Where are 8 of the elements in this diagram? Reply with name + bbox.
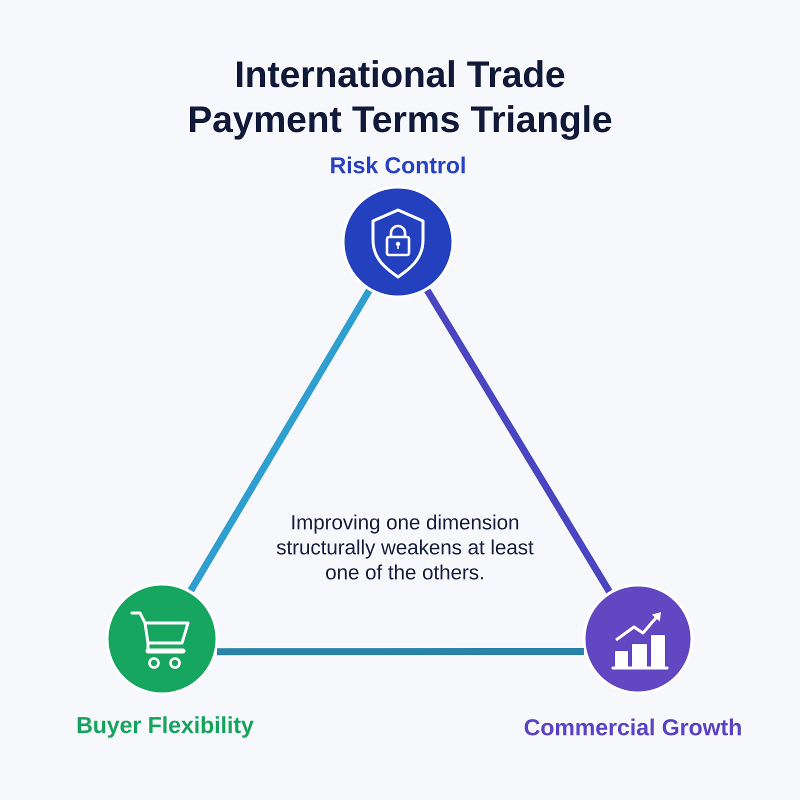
connector-line: [217, 648, 584, 656]
node-label: Commercial Growth: [524, 718, 741, 736]
connector-line: [188, 288, 372, 592]
connector-line: [424, 288, 612, 594]
node-label: Buyer Flexibility: [78, 716, 254, 738]
node-label: Risk Control: [331, 156, 465, 174]
title: International Trade Payment Terms Triangle: [190, 60, 612, 140]
note-text: Improving one dimension structurally weakens at least one of the others.: [276, 514, 534, 580]
